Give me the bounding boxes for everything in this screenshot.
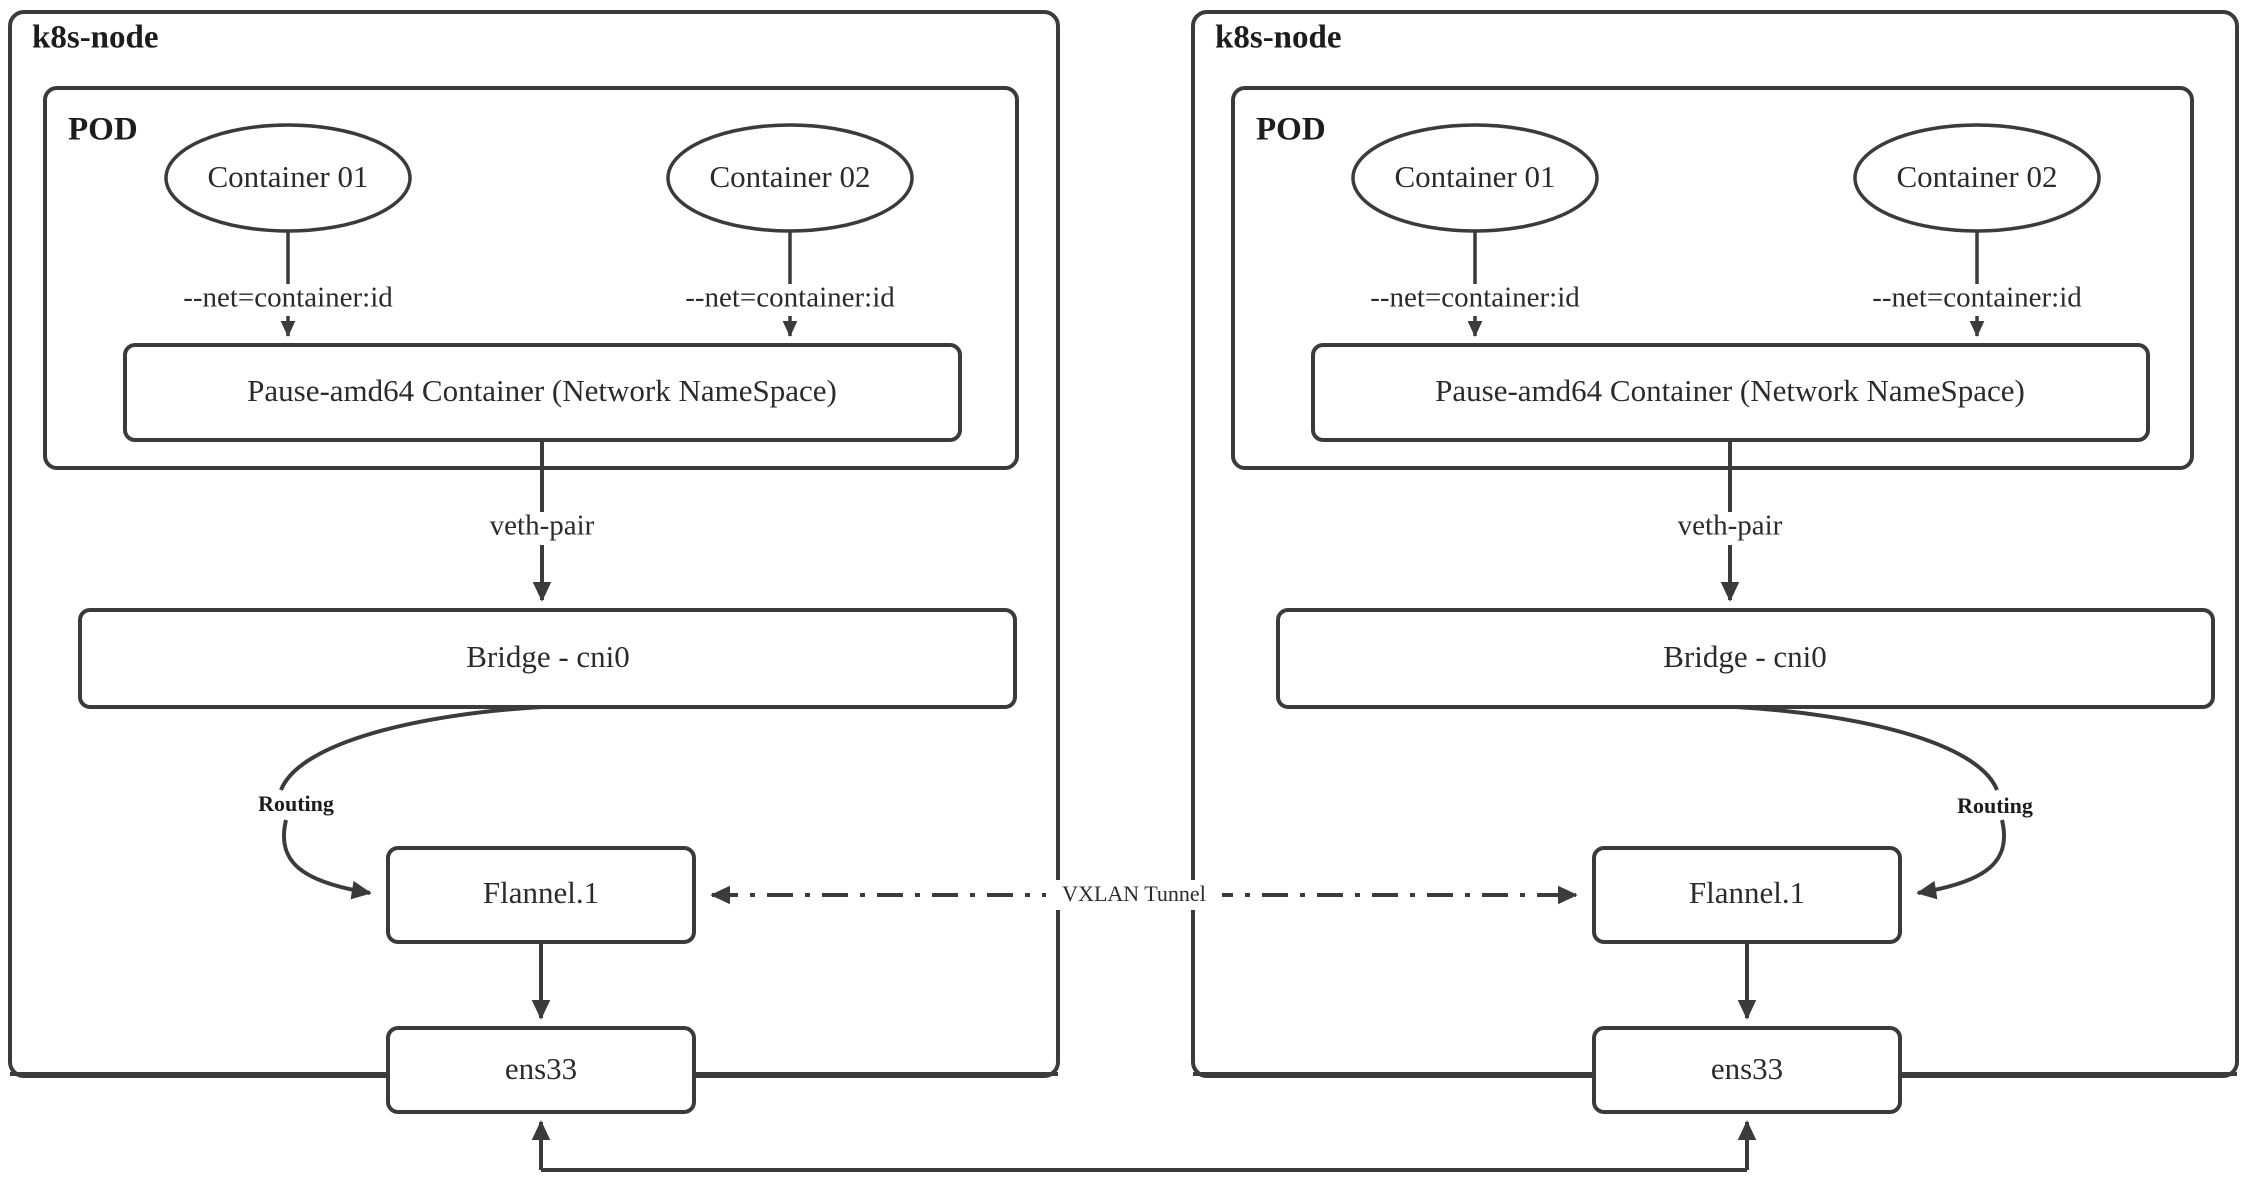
node-left-pod: POD Container 01 --net=container:id Cont… [43,86,1019,470]
pod-left-title: POD [68,112,138,148]
nic-right-label: ens33 [1711,1051,1783,1086]
node-right: k8s-node POD Container 01 --net=containe… [1191,10,2239,1114]
vxlan-tunnel-label-backdrop [1046,880,1222,910]
container-01-right-label: Container 01 [1395,159,1556,194]
pod-right-title: POD [1256,112,1326,148]
veth-pair-left-label: veth-pair [490,510,595,542]
nic-right-shape [1592,1026,1902,1114]
routing-right-curve-upper [1735,705,1999,791]
nic-left-shape [386,1026,696,1114]
container-02-left-label: Container 02 [710,159,871,194]
routing-right-label: Routing [1957,793,2033,818]
flannel-right-label: Flannel.1 [1689,875,1805,910]
veth-pair-right-label: veth-pair [1678,510,1783,542]
bridge-right-label: Bridge - cni0 [1663,639,1827,674]
nic-left-label: ens33 [505,1051,577,1086]
node-right-title: k8s-node [1215,20,1342,56]
pause-container-left-label: Pause-amd64 Container (Network NameSpace… [247,373,837,408]
node-left: k8s-node POD Container 01 --net=containe… [8,10,1060,1114]
routing-left-label: Routing [258,791,334,816]
vxlan-tunnel: VXLAN Tunnel [710,880,1578,910]
container-02-left-link-label: --net=container:id [685,282,895,314]
vxlan-tunnel-label: VXLAN Tunnel [1062,881,1206,906]
bridge-left-shape [78,608,1017,709]
container-02-right-link-label: --net=container:id [1872,282,2082,314]
node-left-title: k8s-node [32,20,159,56]
container-01-left-label: Container 01 [208,159,369,194]
routing-left-curve-upper [279,705,543,791]
flannel-left-label: Flannel.1 [483,875,599,910]
container-01-left-link-label: --net=container:id [183,282,393,314]
container-02-right-label: Container 02 [1897,159,2058,194]
routing-right-curve-lower [1916,819,2007,900]
bridge-left-label: Bridge - cni0 [466,639,630,674]
node-right-pod: POD Container 01 --net=container:id Cont… [1231,86,2194,470]
container-01-right-link-label: --net=container:id [1370,282,1580,314]
physical-link [531,1120,1757,1172]
pause-container-right-label: Pause-amd64 Container (Network NameSpace… [1435,373,2025,408]
routing-left-curve-lower [281,819,372,900]
